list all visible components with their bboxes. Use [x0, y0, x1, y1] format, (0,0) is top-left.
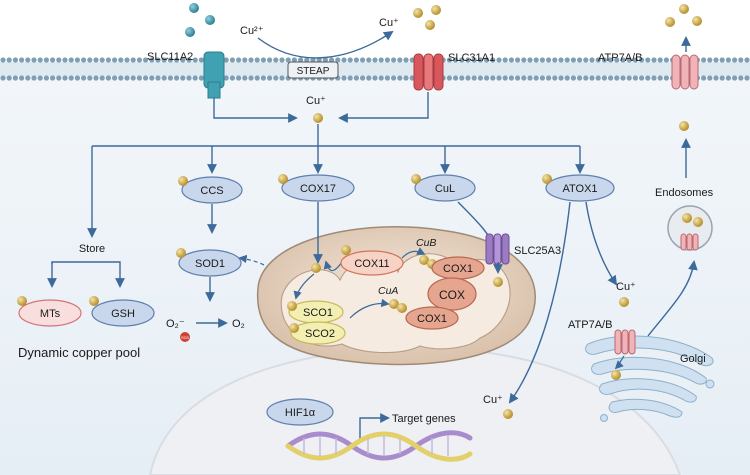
extracellular-cu2-ions: [185, 3, 215, 37]
dna-helix: [285, 430, 473, 462]
ros-icon: [180, 332, 190, 342]
atp7ab-top-transporter: [671, 54, 699, 90]
cox1-top-label: COX1: [443, 263, 473, 275]
extracellular-cu-ions: [413, 5, 441, 30]
mito-cu-2: [341, 245, 351, 255]
ros-label: ROS: [181, 336, 189, 340]
golgi-atp7ab-transporter: [614, 329, 636, 355]
cytosolic-cu: [313, 113, 323, 123]
cu2plus-label: Cu²⁺: [240, 25, 264, 37]
atp7ab-golgi-label: ATP7A/B: [568, 319, 612, 331]
oxygen-label: O₂: [232, 318, 245, 330]
sod1-label: SOD1: [195, 258, 225, 270]
export-cu: [679, 121, 689, 131]
cua-cu-2: [397, 303, 407, 313]
sco1-node: SCO1: [287, 300, 344, 324]
hif1a-label: HIF1α: [285, 407, 316, 419]
cub-cu-1: [419, 255, 429, 265]
cuplus-nucleus-label: Cu⁺: [483, 394, 503, 406]
reduction-arrow: [257, 30, 394, 59]
cox11-node: COX11: [340, 250, 404, 276]
cox11-label: COX11: [354, 258, 389, 270]
atox1-to-golgi-arrow: [585, 201, 618, 286]
golgi-to-endosome-arrow: [647, 260, 698, 337]
exported-cu-ions: [665, 4, 702, 27]
slc25a3-transporter: [485, 233, 510, 265]
store-label: Store: [79, 243, 105, 255]
cox1-bottom-node: COX1: [405, 306, 459, 330]
cox1-bottom-label: COX1: [417, 313, 447, 325]
mito-matrix-cu: [493, 277, 503, 287]
cuplus-out-label: Cu⁺: [379, 17, 399, 29]
gsh-node: GSH: [89, 296, 155, 327]
golgi-cu-2: [611, 370, 621, 380]
plasma-membrane: [0, 57, 750, 81]
nuclear-cu: [503, 409, 513, 419]
cuplus-golgi-label: Cu⁺: [616, 281, 636, 293]
slc11a2-inflow-arrow: [213, 98, 298, 123]
mts-label: MTs: [40, 308, 61, 320]
cul-label: CuL: [435, 183, 455, 195]
atox1-label: ATOX1: [562, 183, 597, 195]
dynamic-copper-pool-label: Dynamic copper pool: [18, 345, 140, 360]
atox1-node: ATOX1: [542, 174, 615, 202]
golgi-cu-1: [619, 297, 629, 307]
target-genes-label: Target genes: [392, 413, 456, 425]
cox17-node: COX17: [278, 174, 355, 202]
cuplus-in-label: Cu⁺: [306, 95, 326, 107]
cua-label: CuA: [378, 285, 398, 297]
cox-label: COX: [439, 288, 465, 302]
ccs-node: CCS: [178, 176, 243, 204]
transcription-arrow: [359, 413, 390, 442]
endosome: [667, 205, 713, 251]
slc11a2-label: SLC11A2: [147, 51, 193, 63]
distribution-arrows: [87, 124, 585, 238]
golgi-label: Golgi: [680, 353, 706, 365]
superoxide-label: O₂⁻: [166, 318, 185, 330]
sco2-label: SCO2: [305, 328, 335, 340]
slc31a1-transporter: [413, 53, 444, 91]
slc11a2-transporter: [203, 51, 225, 99]
steap-label: STEAP: [297, 66, 330, 77]
cox1-top-node: COX1: [431, 256, 485, 280]
gsh-label: GSH: [111, 308, 135, 320]
mts-node: MTs: [17, 296, 82, 327]
cu-to-sco1-arrow: [293, 273, 315, 300]
cul-node: CuL: [411, 174, 476, 202]
steap-box: STEAP: [287, 61, 339, 79]
sco2-node: SCO2: [289, 321, 346, 345]
atp7ab-top-label: ATP7A/B: [598, 52, 642, 64]
sco-to-cua-arrow: [349, 298, 390, 319]
cox11-to-cub-arrow: [401, 247, 426, 259]
cub-label: CuB: [416, 237, 436, 249]
cox17-label: COX17: [300, 183, 336, 195]
sco1-label: SCO1: [303, 307, 333, 319]
endosomes-label: Endosomes: [655, 187, 714, 199]
slc31a1-inflow-arrow: [338, 92, 429, 123]
cua-cu-1: [389, 299, 399, 309]
mito-cu-1: [311, 263, 321, 273]
slc25a3-label: SLC25A3: [514, 245, 561, 257]
cox-node: COX: [427, 277, 477, 311]
atox1-to-nucleus-arrow: [508, 201, 571, 404]
ccs-label: CCS: [200, 185, 223, 197]
hif1a-node: HIF1α: [266, 398, 334, 426]
slc31a1-label: SLC31A1: [448, 52, 495, 64]
golgi-import-arrow: [614, 355, 625, 370]
